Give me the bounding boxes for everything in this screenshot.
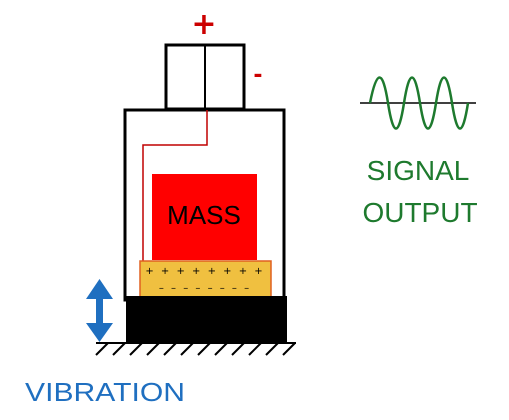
sine-wave-icon <box>360 76 476 130</box>
double-arrow-icon <box>86 279 113 342</box>
seismic-mass <box>152 174 257 260</box>
signal-wire <box>142 110 208 270</box>
vibration-label: VIBRATION <box>25 377 185 407</box>
sensor-base <box>126 296 287 342</box>
negative-terminal-label: - <box>253 63 262 88</box>
signal-output-label-line2: OUTPUT <box>362 197 477 228</box>
signal-output-label-line1: SIGNAL <box>367 155 470 186</box>
positive-terminal-label: + <box>191 7 216 42</box>
hatched-ground-icon <box>95 342 296 356</box>
piezo-crystal <box>139 260 272 298</box>
mass-label: MASS <box>167 200 241 230</box>
crystal-negative-charges: – – – – – – – – <box>159 283 251 294</box>
crystal-positive-charges: + + + + + + + + <box>145 266 264 277</box>
